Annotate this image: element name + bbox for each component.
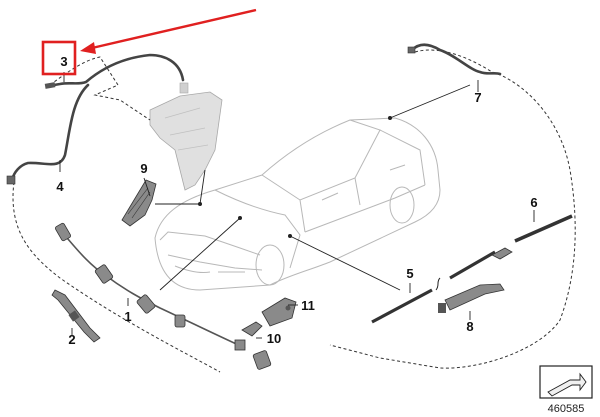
callout-1: 1: [124, 309, 131, 324]
callout-3: 3: [60, 54, 67, 69]
highlight-annotation: [41, 8, 257, 76]
orientation-arrow-icon: [547, 372, 587, 397]
figure-badge: 460585: [539, 365, 593, 415]
callout-4: 4: [56, 179, 64, 194]
hose-4: [6, 83, 90, 185]
car-outline: [154, 117, 441, 291]
hose-7: [407, 43, 502, 76]
callout-10: 10: [267, 331, 281, 346]
hose-3: [44, 53, 185, 89]
nozzle-8: [438, 283, 505, 313]
figure-number: 460585: [548, 403, 585, 415]
highlight-arrow: [91, 8, 257, 50]
bracket-11: [261, 297, 297, 327]
cable-harness-outline: [12, 49, 576, 373]
callout-5: 5: [406, 266, 413, 281]
callout-8: 8: [466, 319, 473, 334]
hose-assembly-1: [55, 222, 272, 370]
callout-6: 6: [530, 195, 537, 210]
tube-5: [371, 250, 496, 324]
washer-reservoir: [149, 82, 223, 191]
callout-11: 11: [301, 298, 315, 313]
connector-9: [121, 179, 157, 227]
nozzle-2: [51, 289, 101, 343]
arrow-head-icon: [80, 42, 96, 54]
highlight-box: [41, 40, 77, 76]
tube-6: [491, 214, 573, 260]
callout-2: 2: [68, 332, 75, 347]
callout-9: 9: [140, 161, 147, 176]
callout-7: 7: [474, 90, 481, 105]
clip-10: [241, 321, 263, 337]
